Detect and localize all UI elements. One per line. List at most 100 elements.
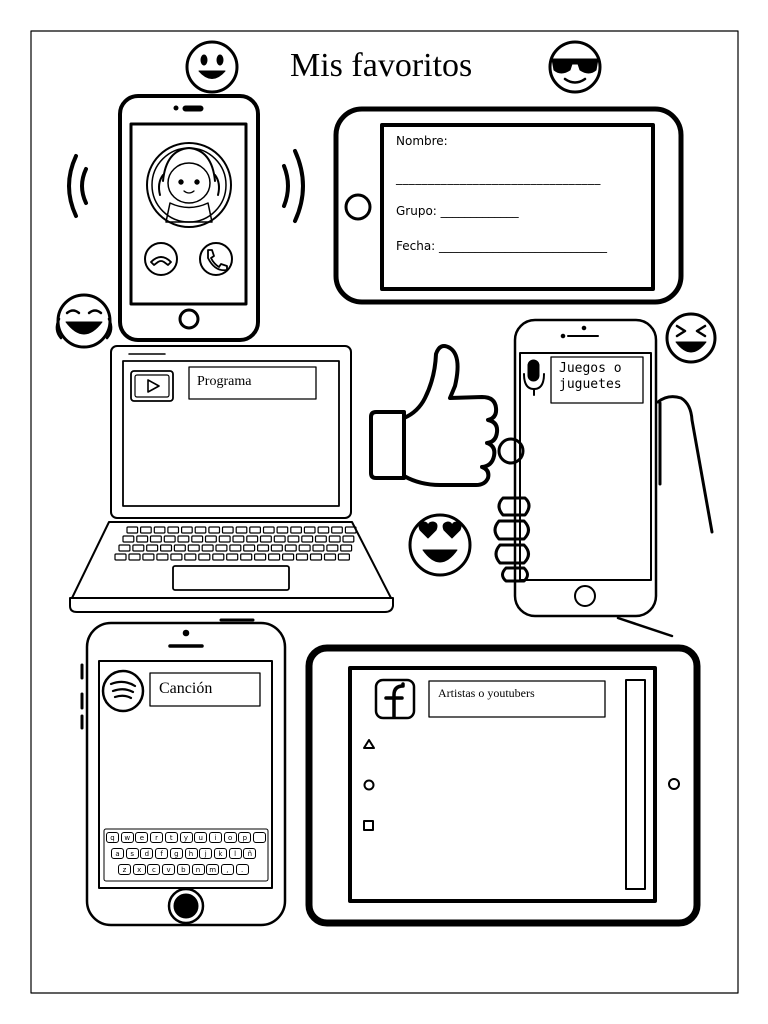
keyboard-key: j (199, 848, 213, 859)
keyboard-key: , (220, 864, 234, 875)
laptop-key (262, 526, 275, 534)
laptop-key (270, 544, 283, 552)
laptop-key (181, 526, 193, 534)
keyboard-key (253, 832, 266, 843)
microphone-icon (523, 359, 545, 396)
laptop-key (153, 526, 166, 534)
laptop-key (314, 535, 327, 543)
keyboard-key: w (120, 832, 134, 843)
laptop-key (229, 544, 242, 552)
laptop-key (136, 535, 149, 543)
laptop-key (259, 535, 272, 543)
laptop-key (149, 535, 162, 543)
games-box (550, 356, 644, 404)
laptop-key (303, 526, 316, 534)
laptop-key (282, 553, 295, 561)
laptop-key (212, 553, 225, 561)
hang-up-icon (144, 242, 178, 276)
keyboard-key: ñ (243, 848, 257, 859)
keyboard-key: a (111, 848, 124, 859)
laptop-key (249, 526, 262, 534)
laptop-key (191, 535, 204, 543)
keyboard-key: i (208, 832, 222, 843)
keyboard-key: l (228, 848, 242, 859)
landscape-phone-illustration (333, 106, 684, 305)
play-icon (130, 370, 174, 402)
laptop-key (114, 553, 127, 561)
laptop-key (194, 526, 207, 534)
group-field: Grupo: _____________ (396, 204, 519, 218)
program-label: Programa (197, 374, 252, 389)
keyboard-key: v (162, 864, 176, 875)
laptop-key (221, 526, 234, 534)
laptop-key (122, 535, 135, 543)
circle-icon (363, 779, 375, 791)
social-app-icon (374, 678, 416, 720)
laptop-key (218, 535, 231, 543)
keyboard-key: b (176, 864, 190, 875)
smiley-emoji-icon (185, 40, 239, 94)
laptop-key (142, 553, 155, 561)
laptop-key (342, 535, 355, 543)
name-field-line: ________________________________ (396, 171, 601, 185)
laptop-key (254, 553, 267, 561)
keyboard-key: p (238, 832, 252, 843)
laptop-key (240, 553, 253, 561)
laptop-key (170, 553, 183, 561)
keyboard-key: f (155, 848, 169, 859)
laptop-key (118, 544, 131, 552)
games-label: Juegos o juguetes (559, 361, 622, 392)
laptop-key (298, 544, 311, 552)
keyboard-key: k (213, 848, 227, 859)
laptop-key (246, 535, 259, 543)
laptop-key (146, 544, 159, 552)
laptop-key (344, 526, 357, 534)
laptop-key (243, 544, 256, 552)
laptop-key (163, 535, 176, 543)
keyboard-key: e (135, 832, 149, 843)
keyboard-key: o (223, 832, 237, 843)
keyboard-key: d (140, 848, 154, 859)
keyboard-key: t (164, 832, 178, 843)
song-box (149, 672, 261, 707)
laptop-key (328, 535, 341, 543)
calling-phone-illustration (118, 94, 260, 342)
heart-eyes-emoji-icon (408, 513, 472, 577)
laptop-key (301, 535, 314, 543)
page-title: Mis favoritos (290, 47, 473, 84)
keyboard-key: r (150, 832, 164, 843)
laptop-key (177, 535, 190, 543)
laptop-key (235, 526, 248, 534)
keyboard-key: c (147, 864, 161, 875)
keyboard-key: s (125, 848, 139, 859)
keyboard-key: y (179, 832, 193, 843)
laptop-key (198, 553, 211, 561)
laptop-key (312, 544, 325, 552)
laptop-key (276, 526, 289, 534)
answer-call-icon (199, 242, 233, 276)
laptop-key (140, 526, 152, 534)
music-app-icon (101, 669, 145, 713)
keyboard-key: q (106, 832, 119, 843)
laptop-key (160, 544, 173, 552)
laptop-illustration (69, 345, 394, 613)
laughing-emoji-icon (55, 293, 113, 349)
keyboard-key: z (118, 864, 131, 875)
girl-avatar-icon (146, 142, 232, 228)
keyboard-key: g (169, 848, 183, 859)
laptop-key (204, 535, 217, 543)
laptop-key (337, 553, 350, 561)
laptop-key (290, 526, 302, 534)
artists-label: Artistas o youtubers (438, 686, 535, 700)
handheld-phone-illustration (493, 318, 714, 638)
laptop-key (331, 526, 343, 534)
laptop-key (226, 553, 239, 561)
laptop-key (326, 544, 339, 552)
laptop-key (257, 544, 270, 552)
laptop-key (173, 544, 186, 552)
laptop-key (208, 526, 221, 534)
laptop-key (126, 526, 139, 534)
ringing-waves-left (67, 154, 88, 218)
laptop-key (317, 526, 330, 534)
